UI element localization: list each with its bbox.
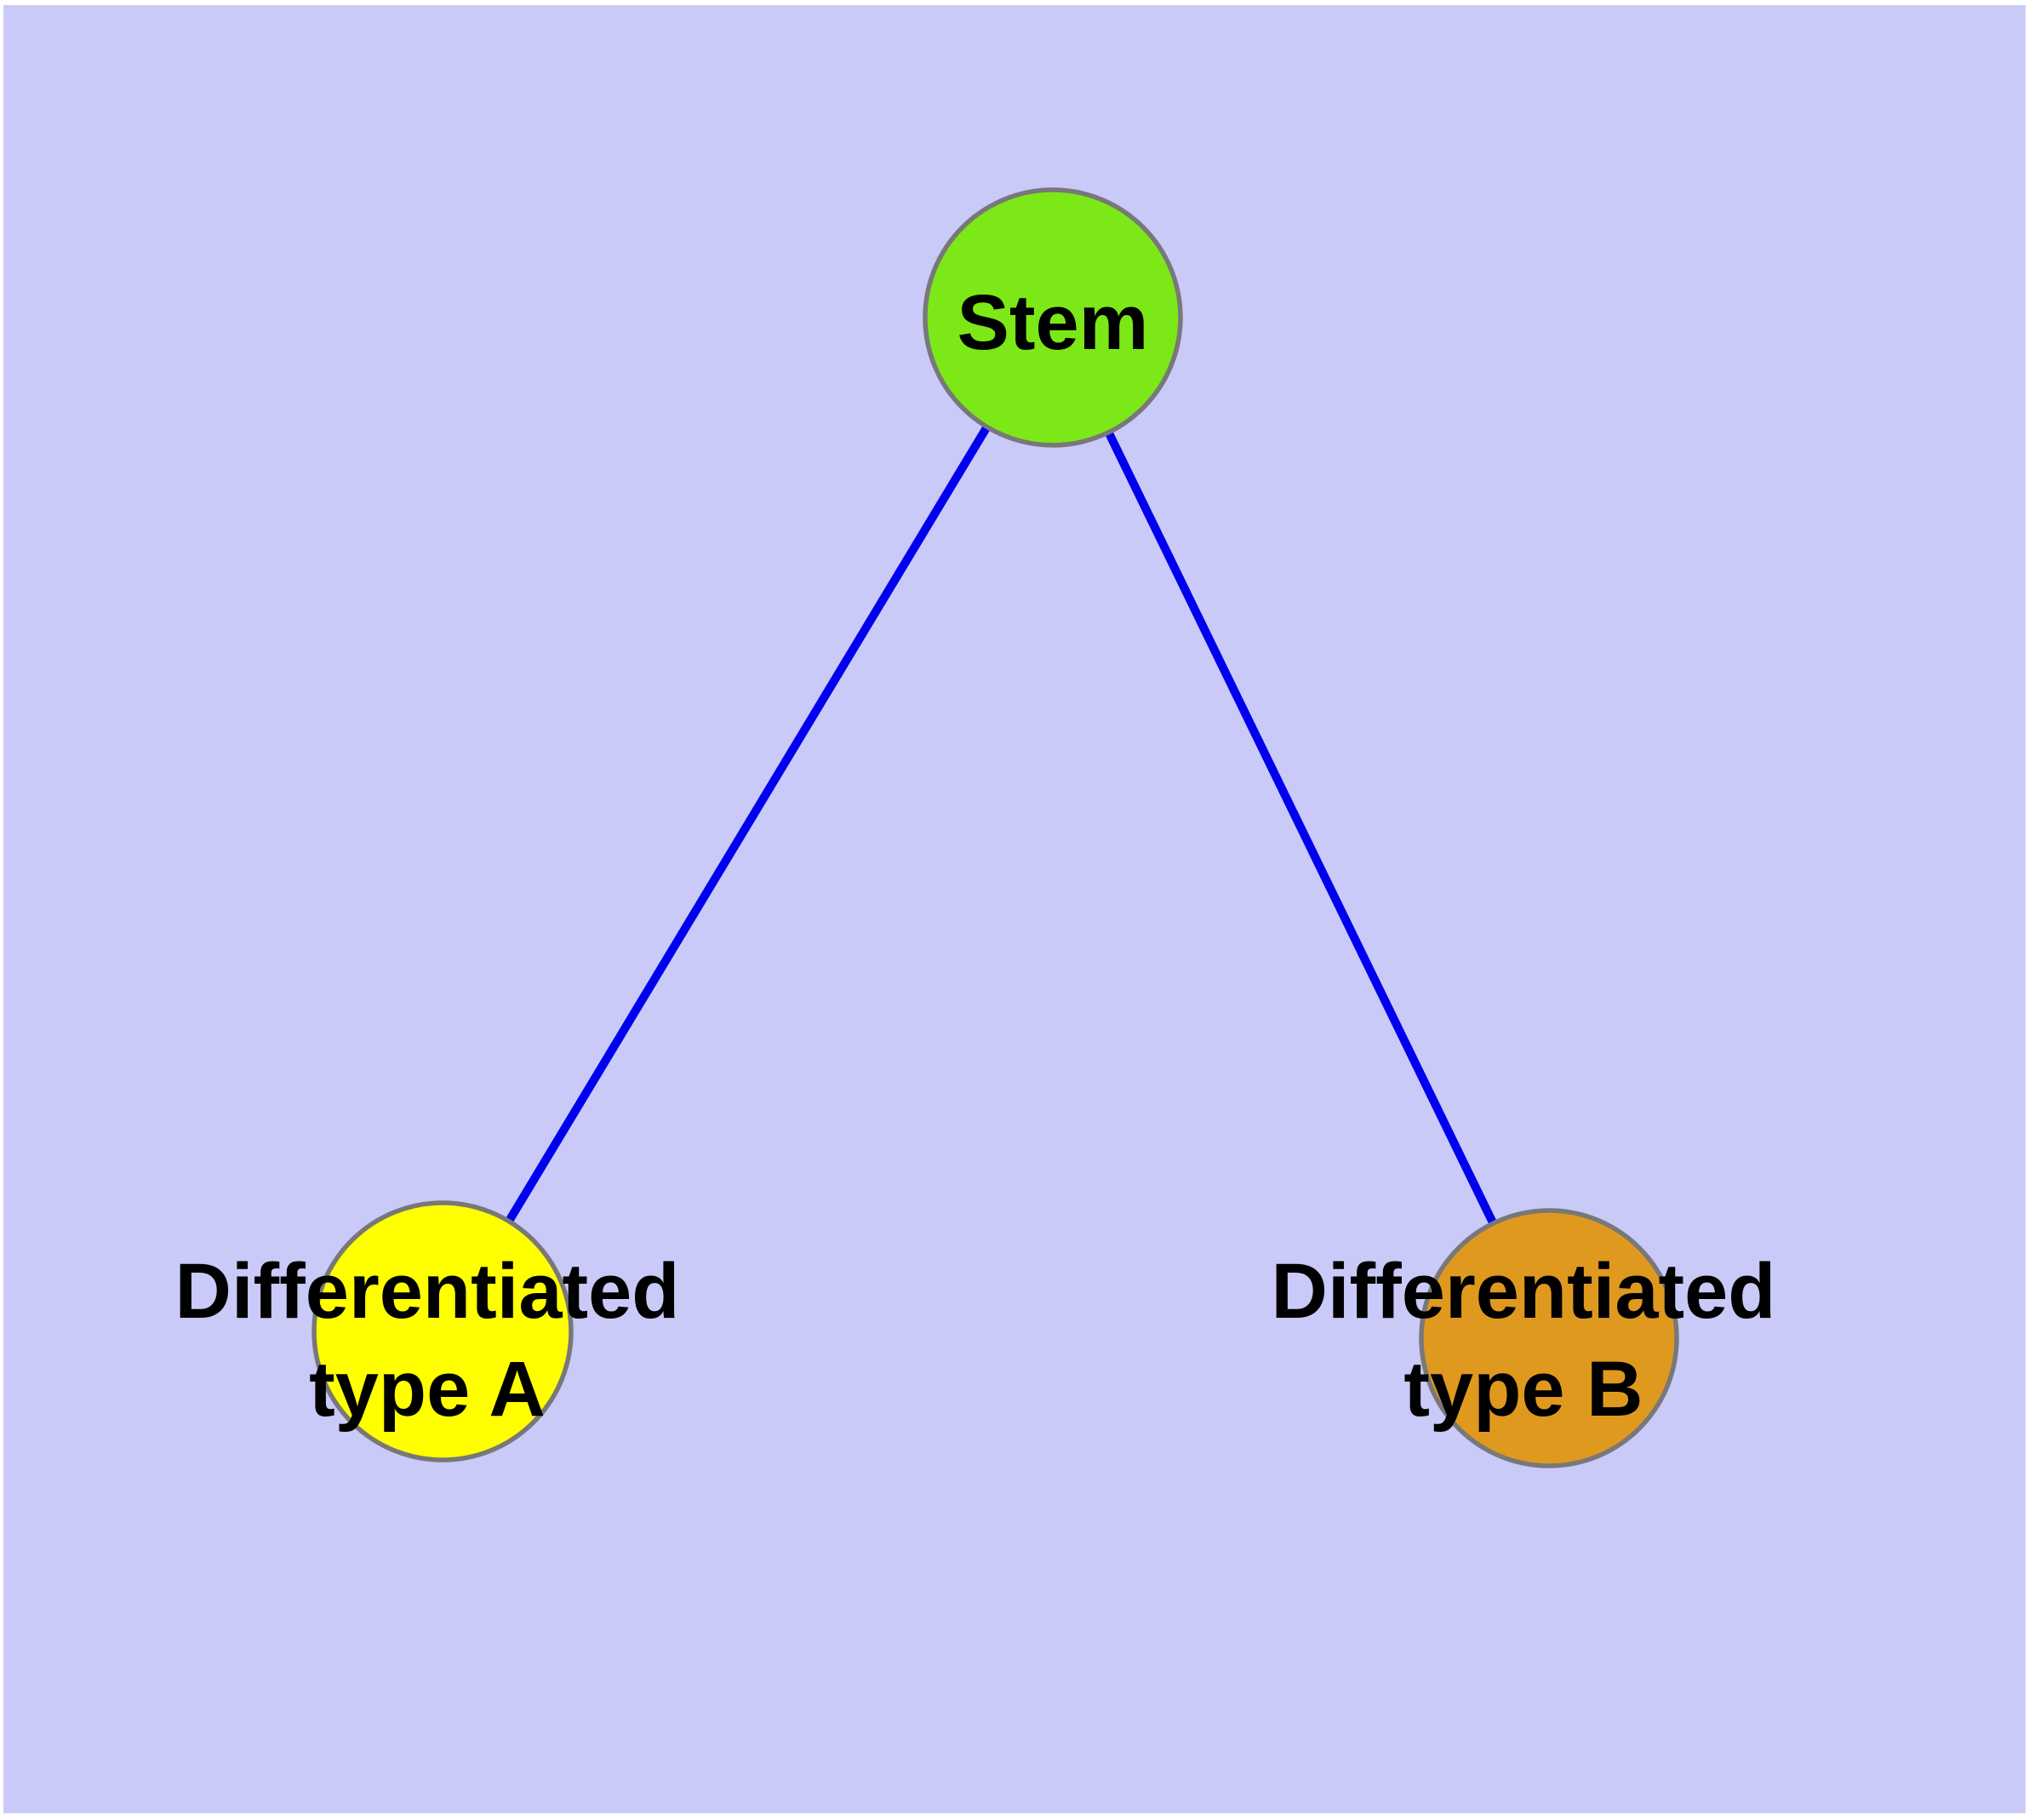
- node-typeA: [311, 1200, 574, 1462]
- node-typeA-label-line2: type A: [309, 1346, 546, 1433]
- node-stem: [923, 187, 1183, 448]
- node-stem-label: Stem: [957, 279, 1149, 366]
- node-typeB-label-line1: Differentiated: [1272, 1248, 1776, 1335]
- node-typeA-label-line1: Differentiated: [175, 1248, 680, 1335]
- edge-stem-to-typeA: [438, 315, 1057, 1334]
- edge-stem-to-typeB: [1049, 315, 1553, 1341]
- node-typeB: [1419, 1208, 1679, 1468]
- node-typeB-label-line2: type B: [1403, 1346, 1643, 1433]
